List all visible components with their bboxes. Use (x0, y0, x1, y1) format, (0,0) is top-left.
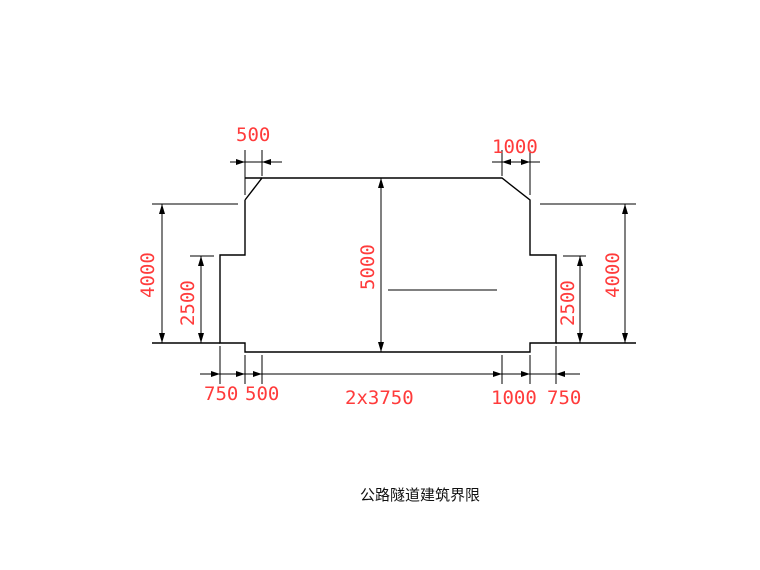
dim-text-bottom-750-left: 750 (204, 383, 238, 405)
arrow (198, 333, 204, 343)
dim-text-bottom-750-right: 750 (547, 387, 581, 409)
arrow (211, 371, 220, 377)
arrow (159, 333, 165, 343)
arrow (159, 204, 165, 214)
dim-text-right-2500: 2500 (557, 280, 579, 326)
arrow (236, 371, 245, 377)
dim-text-center-5000: 5000 (357, 244, 379, 290)
diagram-caption: 公路隧道建筑界限 (360, 486, 481, 504)
arrow (622, 204, 628, 214)
arrow (493, 371, 502, 377)
arrow (577, 333, 583, 343)
arrow (521, 159, 530, 165)
clearance-outline (219, 177, 557, 353)
arrow (622, 333, 628, 343)
arrow (198, 256, 204, 266)
dim-text-top-right-1000: 1000 (492, 136, 538, 158)
arrow (556, 371, 565, 377)
dim-text-bottom-1000: 1000 (491, 387, 537, 409)
arrow (236, 159, 245, 165)
arrow (378, 178, 384, 188)
arrow (253, 371, 262, 377)
arrow (262, 159, 271, 165)
dim-text-right-4000: 4000 (602, 252, 624, 298)
dim-text-left-2500: 2500 (177, 280, 199, 326)
dim-text-top-left-500: 500 (236, 124, 270, 146)
dim-text-bottom-2x3750: 2x3750 (345, 387, 414, 409)
arrow (521, 371, 530, 377)
arrow (378, 342, 384, 352)
arrow (577, 256, 583, 266)
dim-text-left-4000: 4000 (137, 252, 159, 298)
arrow (502, 159, 511, 165)
dim-text-bottom-500: 500 (245, 383, 279, 405)
